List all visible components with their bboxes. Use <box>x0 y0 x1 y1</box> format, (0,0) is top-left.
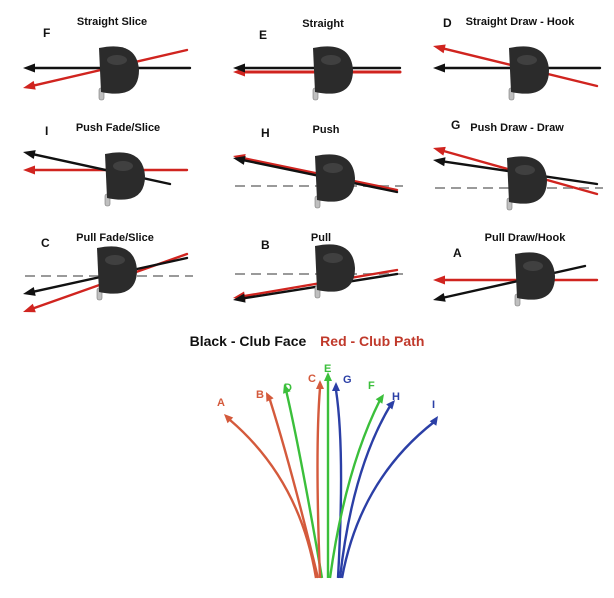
panel-pull-fade-slice: C Pull Fade/Slice <box>15 228 195 328</box>
panel-straight: E Straight <box>225 10 405 110</box>
panel-graphic <box>433 252 599 307</box>
ball-flight-path: B <box>256 389 320 579</box>
panel-pull: B Pull <box>225 228 405 328</box>
ball-flight-path: C <box>308 373 324 579</box>
panel-graphic <box>233 244 403 303</box>
club-head-icon <box>514 252 555 307</box>
panel-pull-draw-hook: A Pull Draw/Hook <box>425 228 605 328</box>
path-label: E <box>324 363 331 375</box>
ball-flight-path: F <box>328 380 384 579</box>
panel-title: Pull Fade/Slice <box>76 232 154 244</box>
club-head-icon <box>506 156 547 211</box>
panel-letter: C <box>41 236 50 250</box>
panel-letter: B <box>261 238 270 252</box>
ball-flight-paths-diagram: A B D CEG F H I <box>217 363 438 579</box>
panel-straight-draw-hook: D Straight Draw - Hook <box>425 10 605 110</box>
panel-graphic <box>23 150 189 207</box>
path-label: C <box>308 373 316 385</box>
ball-flight-path: I <box>340 399 438 579</box>
path-label: A <box>217 397 225 409</box>
panel-graphic <box>23 46 192 101</box>
path-label: I <box>432 399 435 411</box>
ball-flight-path: D <box>283 382 324 579</box>
club-head-icon <box>98 46 139 101</box>
path-label: G <box>343 374 352 386</box>
panel-graphic <box>433 44 602 101</box>
club-face-arrow <box>433 264 587 302</box>
club-path-arrow <box>433 275 599 285</box>
panel-title: Pull <box>310 232 332 244</box>
panel-push-fade-slice: I Push Fade/Slice <box>15 118 195 218</box>
legend: Black - Club Face Red - Club Path <box>0 333 614 349</box>
panel-title: Straight Draw - Hook <box>465 16 575 28</box>
panel-letter: I <box>45 124 49 138</box>
panel-title: Push Draw - Draw <box>470 122 564 134</box>
club-head-icon <box>314 244 355 299</box>
legend-club-face: Black - Club Face <box>189 333 307 349</box>
panel-letter: D <box>443 16 452 30</box>
panel-push: H Push <box>225 118 405 218</box>
panel-letter: H <box>261 126 270 140</box>
path-label: H <box>392 391 400 403</box>
club-head-icon <box>508 46 549 101</box>
panel-title: Straight <box>302 18 344 30</box>
panel-graphic <box>433 146 603 211</box>
ball-flight-path: A <box>217 397 318 579</box>
panel-push-draw-draw: G Push Draw - Draw <box>425 118 605 218</box>
panel-title: Push Fade/Slice <box>75 122 161 134</box>
panel-title: Push <box>312 124 340 136</box>
panel-straight-slice: F Straight Slice <box>15 10 195 110</box>
club-face-arrow <box>23 150 172 186</box>
path-label: F <box>368 380 375 392</box>
club-head-icon <box>314 154 355 209</box>
panel-title: Pull Draw/Hook <box>484 232 566 244</box>
panel-letter: G <box>451 118 461 132</box>
panel-title: Straight Slice <box>76 16 148 28</box>
ball-flight-path: G <box>332 374 352 579</box>
path-label: D <box>284 382 292 394</box>
panel-letter: F <box>43 26 51 40</box>
path-label: B <box>256 389 264 401</box>
club-path-arrow <box>233 154 399 192</box>
club-head-icon <box>96 246 137 301</box>
panel-graphic <box>23 246 193 313</box>
ball-flight-path: H <box>338 391 400 579</box>
panel-letter: A <box>453 246 462 260</box>
ball-flight-path: E <box>324 363 332 578</box>
panel-graphic <box>233 154 403 209</box>
legend-club-path: Red - Club Path <box>320 333 425 349</box>
club-head-icon <box>312 46 353 101</box>
panel-letter: E <box>259 28 268 42</box>
panel-graphic <box>233 46 402 101</box>
club-head-icon <box>104 152 145 207</box>
